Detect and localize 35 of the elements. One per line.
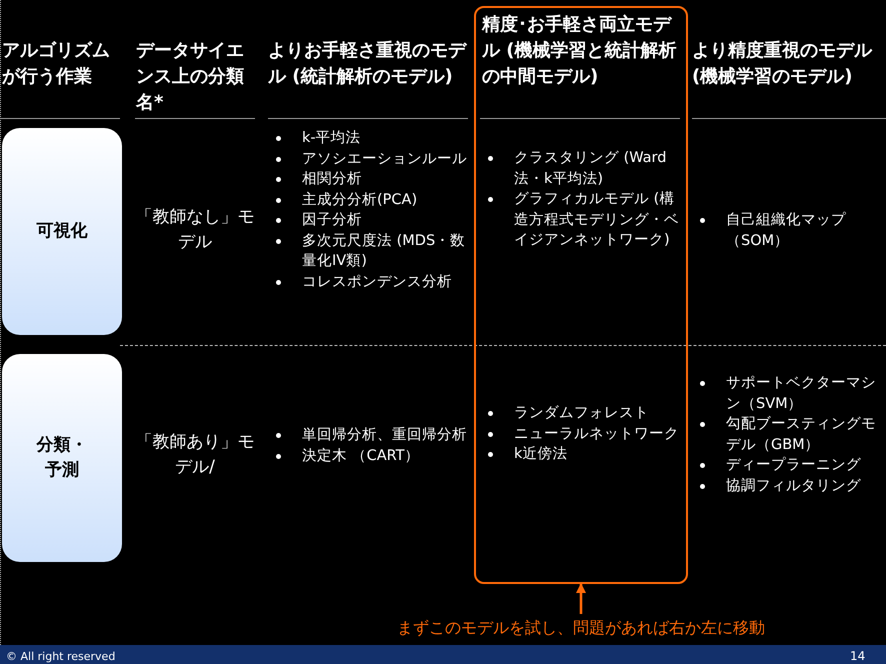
category-box [2, 354, 122, 562]
column-header: データサイエンス上の分類名* [136, 39, 245, 115]
bullet-item: 単回帰分析、重回帰分析 [268, 425, 468, 446]
bullet-item: 主成分分析(PCA) [268, 190, 468, 210]
column-header: より精度重視のモデル (機械学習のモデル) [692, 39, 874, 89]
bullet-item: 因子分析 [268, 210, 468, 230]
category-box [2, 128, 122, 335]
bullet-item: k-平均法 [268, 128, 468, 148]
column-header: よりお手軽さ重視のモデル (統計解析のモデル) [268, 39, 468, 89]
bullet-item: クラスタリング (Ward法・k平均法) [480, 148, 680, 189]
bullet-item: 相関分析 [268, 169, 468, 190]
bullet-item: グラフィカルモデル (構造方程式モデリング・ベイジアンネットワーク) [480, 189, 680, 250]
bullet-item: 決定木 （CART） [268, 446, 468, 466]
bullet-item: 自己組織化マップ（SOM） [692, 210, 882, 251]
bullet-item: 勾配ブースティングモデル（GBM） [692, 414, 882, 455]
row-heading: 可視化 [36, 220, 88, 243]
row-heading: 分類・予測 [35, 434, 88, 482]
bullet-item: 多次元尺度法 (MDS・数量化IV類) [268, 230, 468, 272]
bullet-item: ランダムフォレスト [480, 403, 680, 424]
bullet-item: サポートベクターマシン（SVM） [692, 373, 882, 414]
bullet-item: アソシエーションルール [268, 148, 468, 169]
copyright-text: © All right reserved [6, 649, 116, 664]
column-header: アルゴリズムが行う作業 [2, 39, 111, 89]
bullet-item: ニューラルネットワーク [480, 424, 680, 444]
bullet-item: k近傍法 [480, 444, 680, 464]
category-name: 「教師あり」モデル/ [135, 431, 255, 479]
column-header: 精度･お手軽さ両立モデル (機械学習と統計解析の中間モデル) [482, 13, 678, 89]
bullet-item: 協調フィルタリング [692, 476, 882, 496]
category-name: 「教師なし」モデル [135, 206, 255, 254]
highlight-frame [474, 6, 688, 584]
bullet-item: ディープラーニング [692, 455, 882, 476]
arrow [576, 583, 586, 614]
page-number: 14 [850, 648, 866, 664]
bullet-item: コレスポンデンス分析 [268, 272, 468, 292]
note-text: まずこのモデルを試し、問題があれば右か左に移動 [381, 614, 781, 642]
